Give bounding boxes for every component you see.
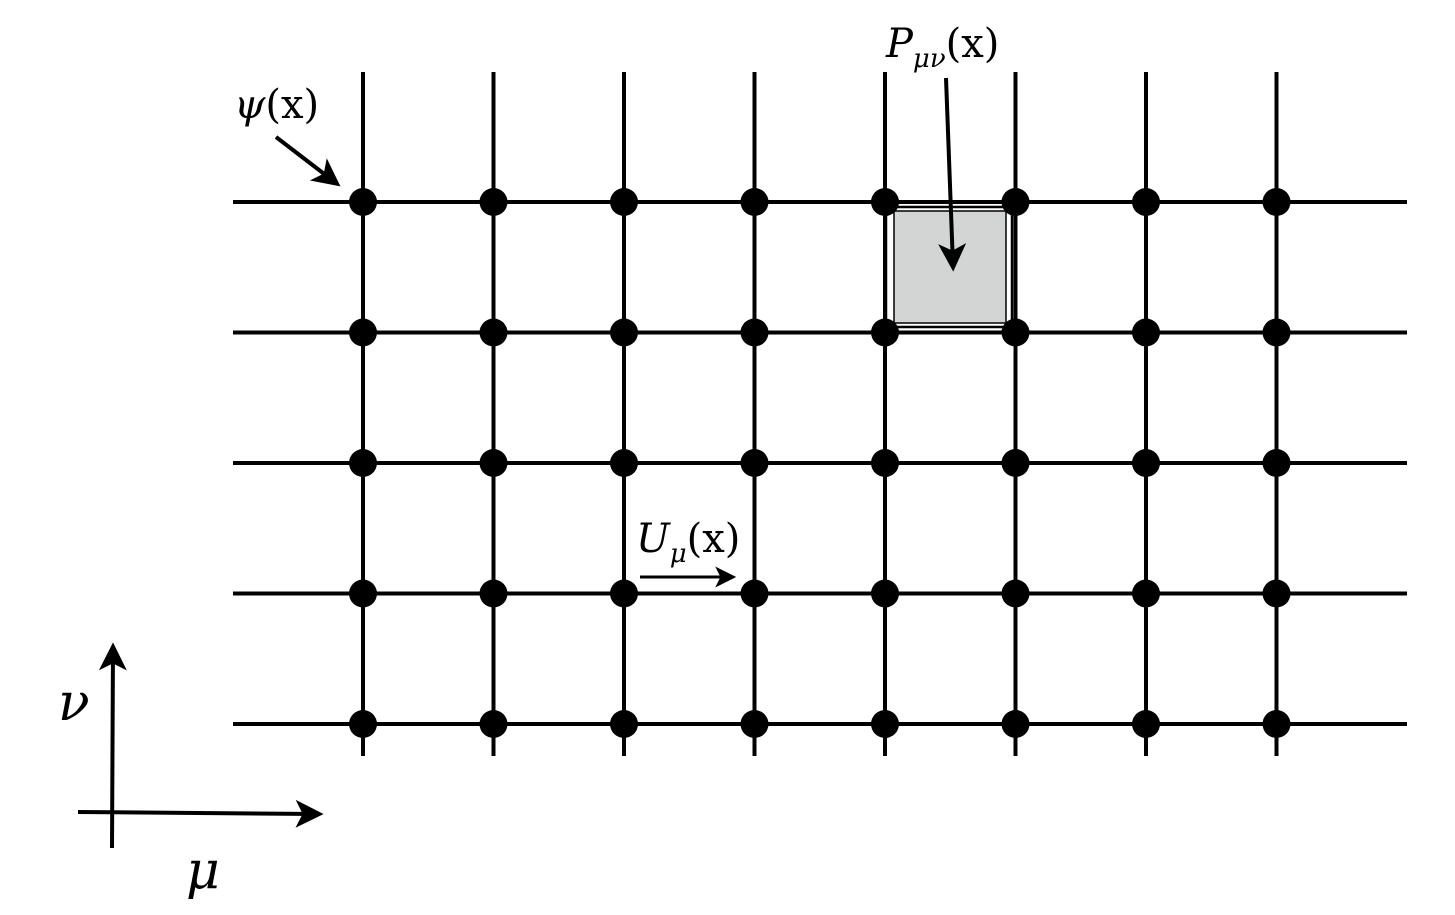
lattice-site bbox=[479, 579, 508, 608]
lattice-site bbox=[1262, 318, 1291, 347]
lattice-site bbox=[871, 318, 899, 347]
lattice-site bbox=[1132, 449, 1160, 477]
axes: ν μ bbox=[58, 642, 324, 901]
lattice-site bbox=[871, 449, 899, 477]
lattice-site bbox=[871, 188, 899, 216]
plaquette-arg: (x) bbox=[946, 21, 1000, 67]
plaquette-subscript: μν bbox=[913, 44, 946, 74]
lattice-site bbox=[1001, 318, 1030, 347]
lattice-site bbox=[479, 449, 508, 477]
plaquette-symbol: P bbox=[885, 21, 914, 67]
lattice-site bbox=[1001, 188, 1030, 216]
link-annotation: Uμ(x) bbox=[636, 516, 740, 588]
lattice-site bbox=[1132, 579, 1160, 608]
lattice-site bbox=[610, 318, 638, 347]
lattice-site bbox=[740, 710, 769, 738]
field-annotation: ψ(x) bbox=[234, 82, 341, 187]
field-arrow bbox=[274, 135, 341, 187]
mu-axis-arrow bbox=[77, 799, 324, 828]
lattice-site bbox=[740, 318, 769, 347]
lattice-site bbox=[1001, 449, 1030, 477]
lattice-site bbox=[349, 318, 377, 347]
lattice-site bbox=[871, 579, 899, 608]
nu-axis-arrow bbox=[98, 642, 127, 849]
mu-axis-label: μ bbox=[186, 841, 220, 901]
link-label: Uμ(x) bbox=[636, 516, 740, 569]
lattice-site bbox=[349, 449, 377, 477]
lattice-site bbox=[1262, 188, 1291, 216]
link-symbol: U bbox=[636, 516, 671, 562]
lattice-site bbox=[1132, 710, 1160, 738]
lattice-site bbox=[740, 188, 769, 216]
lattice-site bbox=[1001, 579, 1030, 608]
lattice-site bbox=[740, 579, 769, 608]
plaquette-annotation: Pμν(x) bbox=[885, 21, 999, 272]
lattice-site bbox=[610, 449, 638, 477]
lattice-site bbox=[1132, 188, 1160, 216]
link-arg: (x) bbox=[687, 516, 741, 562]
plaquette bbox=[884, 205, 1014, 329]
plaquette-arrow bbox=[938, 77, 967, 272]
lattice-site bbox=[1132, 318, 1160, 347]
lattice-site bbox=[349, 188, 377, 216]
lattice-site bbox=[349, 710, 377, 738]
lattice-site bbox=[871, 710, 899, 738]
lattice-site bbox=[610, 579, 638, 608]
lattice-site bbox=[479, 710, 508, 738]
link-subscript: μ bbox=[670, 539, 687, 569]
nu-axis-label: ν bbox=[58, 673, 90, 733]
field-arg: (x) bbox=[265, 82, 319, 128]
lattice-grid bbox=[233, 72, 1407, 756]
lattice-site bbox=[1262, 579, 1291, 608]
lattice-site bbox=[610, 188, 638, 216]
lattice-site bbox=[479, 318, 508, 347]
lattice-site bbox=[1262, 449, 1291, 477]
lattice-site bbox=[349, 579, 377, 608]
lattice-site bbox=[740, 449, 769, 477]
lattice-site bbox=[610, 710, 638, 738]
plaquette-label: Pμν(x) bbox=[885, 21, 999, 74]
field-label: ψ(x) bbox=[234, 82, 319, 128]
field-symbol: ψ bbox=[234, 82, 266, 128]
lattice-site bbox=[479, 188, 508, 216]
lattice-site bbox=[1001, 710, 1030, 738]
lattice-sites bbox=[349, 188, 1291, 738]
lattice-site bbox=[1262, 710, 1291, 738]
